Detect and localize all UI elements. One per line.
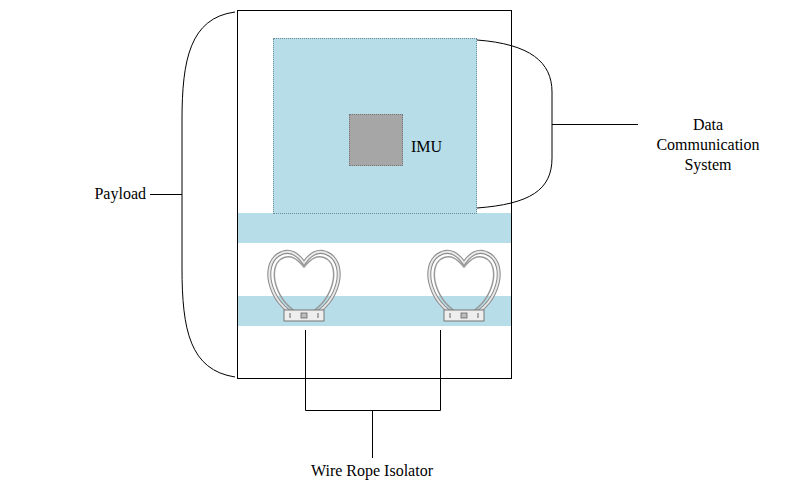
node-label: Data Communication System [652,115,764,175]
node-label: IMU [411,137,442,157]
payload-housing: IMUData Communication SystemPayload [237,10,512,379]
node-label: Payload [94,184,146,204]
upper-mounting-plate [238,213,512,243]
imu-box: IMU [349,114,403,166]
data-communication-box: IMUData Communication System [273,38,477,214]
leader-line [150,194,182,195]
payload-brace [182,12,235,377]
dcs-brace [477,40,552,208]
leader-line [552,124,638,125]
isolator-bracket [306,330,441,458]
part-label: Wire Rope Isolator [311,461,433,481]
